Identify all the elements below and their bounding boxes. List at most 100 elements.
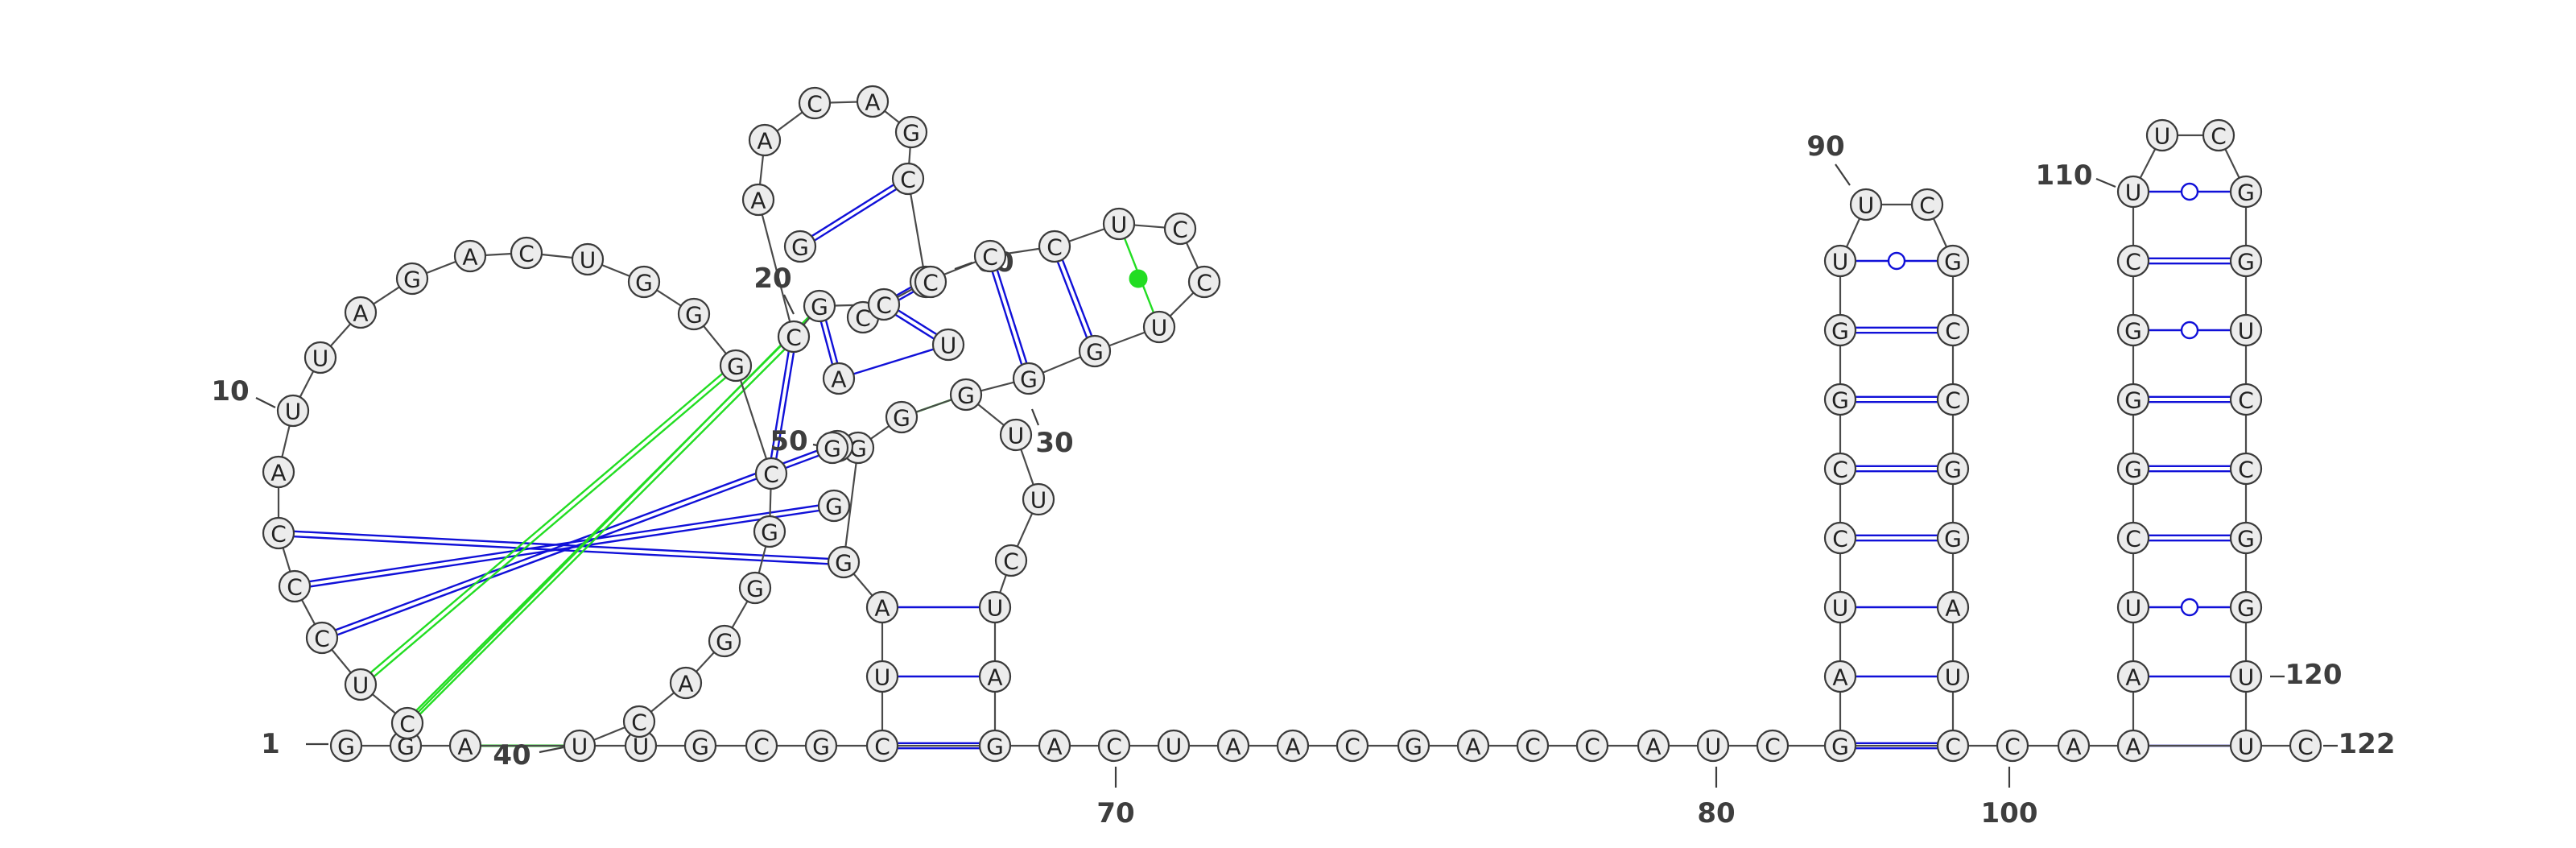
nucleotide-letter: C (855, 305, 871, 332)
nucleotide-letter: G (1831, 318, 1849, 345)
nucleotide-letter: C (2238, 387, 2254, 414)
base-pair-line (1055, 245, 1099, 351)
nucleotide-circle (1078, 334, 1112, 368)
numbering-tick (1835, 163, 1851, 186)
numbering-tick (954, 261, 973, 271)
nucleotide-letter: U (633, 734, 650, 760)
nucleotide-circle (2229, 660, 2263, 693)
residue-number-label: 10 (211, 375, 249, 407)
nucleotide-circle (822, 362, 856, 395)
base-pair-line (772, 337, 798, 474)
nucleotide-circle (1936, 660, 1970, 693)
nucleotide-circle (1823, 729, 1857, 763)
nucleotide-letter: C (874, 734, 890, 760)
nucleotide-letter: G (337, 734, 355, 760)
base-pair-line (798, 176, 907, 246)
nucleotide-circle (276, 394, 310, 428)
nucleotide-letter: C (876, 292, 892, 319)
nucleotide-circle (745, 729, 778, 763)
nucleotide-letter: G (1405, 734, 1422, 760)
nucleotide-letter: C (763, 461, 779, 488)
nucleotide-circle (1157, 729, 1191, 763)
nucleotide-letter: U (1111, 212, 1128, 238)
nucleotide-letter: G (716, 629, 733, 656)
base-pair-line (295, 507, 835, 590)
nucleotide-circle (1276, 729, 1310, 763)
backbone-segment (277, 251, 737, 724)
nucleotide-letter: C (807, 91, 823, 118)
residue-number-label: 90 (1806, 130, 1844, 163)
residue-number-label: 20 (753, 263, 791, 295)
nucleotide-letter: U (874, 664, 891, 691)
nucleotide-circle (262, 516, 295, 550)
nucleotide-circle (1910, 188, 1944, 221)
nucleotide-letter: C (900, 167, 916, 193)
residue-number-label: 1 (261, 728, 280, 760)
nucleotide-letter: U (1832, 595, 1849, 622)
residue-number-label: 100 (1981, 797, 2038, 829)
nucleotide-letter: U (1030, 487, 1047, 514)
nucleotide-circle (448, 729, 482, 763)
nucleotide-letter: A (1832, 664, 1847, 691)
nucleotide-circle (2116, 452, 2150, 486)
nucleotide-letter: G (824, 436, 841, 462)
nucleotide-letter: C (1945, 318, 1961, 345)
nucleotide-letter: C (631, 709, 647, 736)
nucleotide-circle (305, 621, 339, 655)
numbering-tick (1030, 408, 1040, 426)
nucleotide-letter: G (403, 267, 421, 293)
nucleotide-letter: C (2297, 734, 2314, 760)
nucleotide-letter: A (874, 595, 890, 622)
base-pair-line (767, 336, 793, 474)
nucleotide-letter: C (1765, 734, 1781, 760)
nucleotide-letter: C (2004, 734, 2021, 760)
nucleotide-letter: C (1832, 526, 1848, 552)
nucleotide-circle (1936, 452, 1970, 486)
nucleotide-letter: A (987, 664, 1002, 691)
nucleotide-circle (2116, 729, 2150, 763)
nucleotide-circle (2229, 590, 2263, 624)
nucleotide-circle (856, 85, 890, 118)
nucleotide-circle (390, 706, 424, 740)
nucleotide-letter: C (1172, 217, 1188, 243)
nucleotide-circle (978, 660, 1012, 693)
nucleotide-letter: G (2237, 180, 2255, 206)
nucleotide-letter: U (353, 672, 369, 699)
nucleotide-circle (804, 729, 838, 763)
nucleotide-circle (949, 378, 983, 412)
nucleotide-letter: U (1705, 734, 1722, 760)
nucleotide-letter: C (270, 521, 287, 548)
nucleotide-letter: A (678, 671, 693, 697)
nucleotide-circle (978, 729, 1012, 763)
nucleotide-letter: U (580, 247, 597, 274)
nucleotide-circle (395, 262, 429, 296)
numbering-tick (255, 397, 276, 408)
nucleotide-circle (1936, 521, 1970, 555)
nucleotide-circle (719, 349, 753, 383)
nucleotide-letter: A (2125, 734, 2140, 760)
nucleotide-letter: G (761, 519, 778, 546)
nucleotide-letter: A (865, 89, 880, 116)
nucleotide-circle (1936, 313, 1970, 347)
nucleotide-circle (753, 515, 786, 548)
nucleotide-circle (1823, 590, 1857, 624)
nucleotide-circle (1335, 729, 1369, 763)
nucleotide-letter: G (746, 576, 764, 602)
nucleotide-circle (677, 297, 711, 331)
nucleotide-circle (2229, 452, 2263, 486)
nucleotide-letter: C (982, 244, 998, 271)
nucleotide-letter: C (314, 626, 330, 652)
nucleotide-letter: U (572, 734, 588, 760)
nucleotide-circle (803, 289, 836, 323)
nucleotide-letter: U (285, 399, 302, 425)
nucleotide-circle (1038, 729, 1071, 763)
nucleotide-letter: A (831, 366, 846, 393)
nucleotide-circle (1823, 452, 1857, 486)
nucleotide-letter: A (353, 300, 368, 327)
nucleotide-circle (1936, 590, 1970, 624)
nucleotide-circle (453, 239, 487, 273)
nucleotide-letter: C (1046, 234, 1063, 261)
nucleotide-letter: C (1945, 387, 1961, 414)
nucleotide-letter: G (1020, 366, 1038, 393)
nucleotide-letter: A (1945, 595, 1960, 622)
